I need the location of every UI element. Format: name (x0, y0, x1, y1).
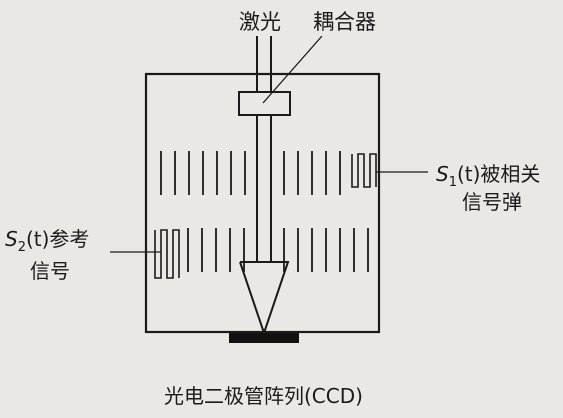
s1-transducer (351, 153, 377, 188)
lower-electrode-row (187, 228, 369, 272)
s1-label-line2: 信号弹 (462, 190, 522, 214)
s2-label-line2: 信号 (30, 259, 70, 283)
s2-label-line1: S2(t)参考 (5, 227, 89, 255)
coupler-box (238, 91, 291, 116)
s2-symbol: S (5, 227, 18, 251)
coupler-label: 耦合器 (313, 10, 376, 34)
beam-arrow-head (239, 261, 290, 337)
ccd-label: 光电二极管阵列(CCD) (164, 384, 363, 408)
coupler-leader-line (262, 35, 323, 104)
s2-subscript: 2 (18, 240, 26, 255)
s1-symbol: S (436, 162, 449, 186)
s1-subscript: 1 (449, 175, 457, 190)
s2-transducer (154, 229, 180, 279)
s1-label-suffix: (t)被相关 (457, 162, 540, 186)
ccd-bar (229, 333, 299, 343)
enclosure-box (144, 72, 381, 334)
laser-label: 激光 (239, 10, 281, 34)
s2-label-suffix: (t)参考 (26, 227, 89, 251)
upper-electrode-row (160, 151, 341, 195)
s1-label-line1: S1(t)被相关 (436, 162, 540, 190)
